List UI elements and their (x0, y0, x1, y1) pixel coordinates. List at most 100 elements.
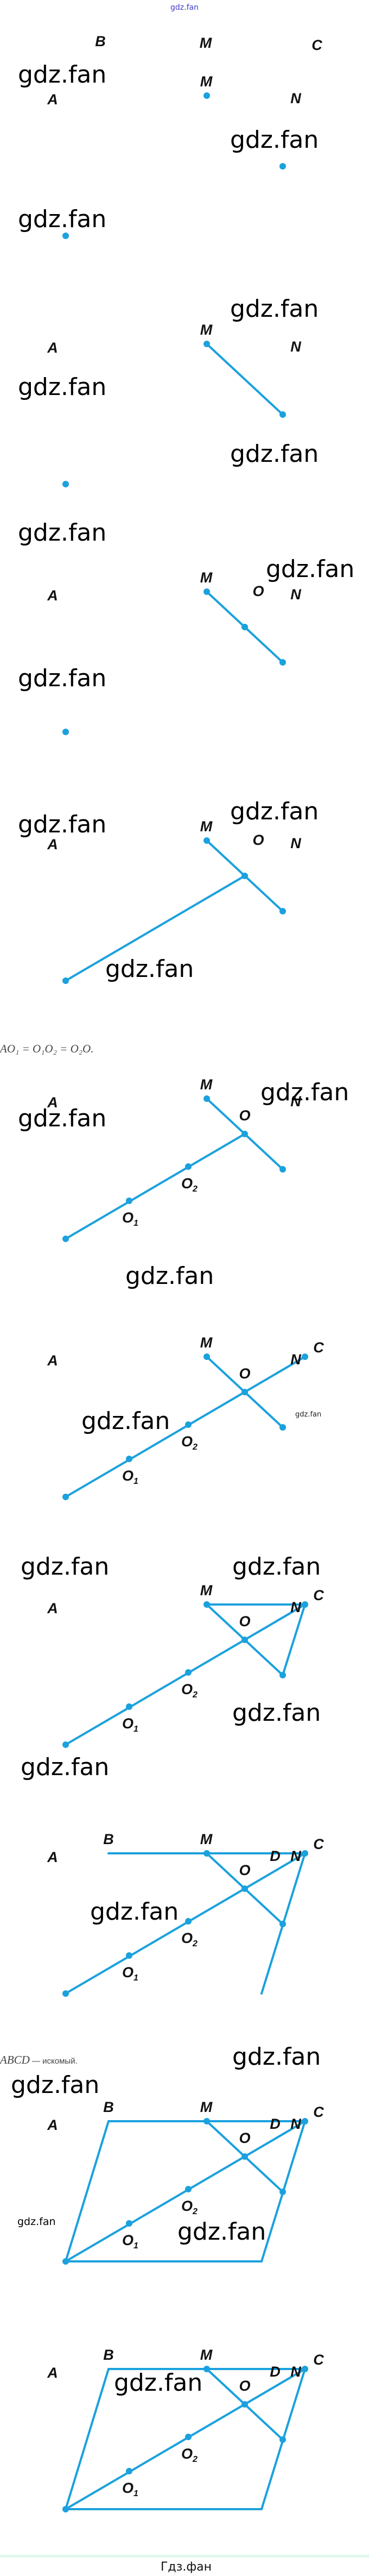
point-label-m: M (200, 1582, 213, 1599)
watermark: gdz.fan (230, 798, 319, 825)
point-label-m: M (200, 35, 212, 51)
point-label-o: O (239, 2130, 250, 2146)
result-text: — искомый. (30, 2057, 78, 2066)
watermark: gdz.fan (11, 2071, 99, 2099)
point-label-o2: O2 (181, 1681, 198, 1700)
watermark: gdz.fan (177, 2218, 266, 2246)
point-o1 (126, 1952, 132, 1959)
segment-oc (244, 2120, 306, 2158)
watermark: gdz.fan (90, 1898, 179, 1926)
label-subscript: 2 (192, 1184, 198, 1194)
result-statement: ABCD — искомый. (0, 2053, 78, 2066)
point-label-m: M (200, 818, 213, 835)
segment-ab (65, 2120, 110, 2262)
point-label-m: M (200, 569, 213, 586)
point-label-c: C (313, 2352, 324, 2368)
point-label-a: A (47, 2365, 58, 2381)
point-label-d: D (270, 2116, 281, 2132)
watermark: gdz.fan (18, 61, 106, 89)
label-letter: O (122, 1468, 133, 1484)
point-a (62, 729, 69, 735)
point-n (279, 1166, 286, 1173)
watermark: gdz.fan (18, 373, 106, 401)
site-header-link[interactable]: gdz.fan (170, 3, 199, 12)
segment-ao (65, 2403, 246, 2510)
construction-step-2: MNA (47, 322, 301, 487)
label-subscript: 1 (133, 1219, 138, 1228)
label-letter: O (122, 1964, 133, 1980)
label-subscript: 2 (192, 2455, 198, 2464)
point-label-a: A (47, 1600, 58, 1616)
point-label-o2: O2 (181, 2198, 198, 2216)
segment-ao (65, 1888, 246, 1995)
point-c (302, 1353, 308, 1360)
point-label-c: C (313, 2104, 324, 2120)
point-m (203, 341, 210, 347)
watermark: gdz.fan (232, 1553, 321, 1581)
watermark: gdz.fan (260, 1079, 349, 1106)
segment-ab (65, 2368, 110, 2510)
point-m (203, 1601, 210, 1608)
point-label-d: D (270, 1848, 281, 1864)
watermark: gdz.fan (230, 126, 319, 154)
watermark: gdz.fan (230, 440, 319, 468)
point-label-m: M (200, 322, 213, 338)
point-n (279, 411, 286, 418)
segment-ao (65, 875, 246, 982)
watermark: gdz.fan (266, 555, 354, 583)
footer-divider (0, 2555, 369, 2558)
construction-step-1: MNA (47, 73, 301, 239)
label-subscript: 2 (192, 1690, 198, 1700)
point-n (279, 163, 286, 170)
point-m (203, 1850, 210, 1857)
point-a (62, 2506, 69, 2512)
watermark: gdz.fan (295, 1411, 321, 1419)
point-o1 (126, 1456, 132, 1462)
point-c (302, 2118, 308, 2124)
point-a (62, 2258, 69, 2265)
point-label-o2: O2 (181, 1930, 198, 1948)
point-n (279, 1921, 286, 1927)
point-o (241, 1131, 248, 1137)
segment-oc (244, 2368, 306, 2405)
label-letter: O (122, 2480, 133, 2496)
label-subscript: 1 (133, 2489, 138, 2498)
footer-site-link[interactable]: Гдз.фан (161, 2560, 212, 2574)
segment-mn (206, 343, 284, 416)
point-label-n: N (290, 835, 301, 851)
point-label-n: N (290, 1351, 301, 1368)
point-label-m: M (200, 2099, 213, 2115)
point-o2 (185, 1421, 192, 1428)
label-subscript: 1 (133, 1973, 138, 1983)
segment-ao (65, 2155, 246, 2262)
watermark: gdz.fan (18, 811, 106, 838)
point-label-a: A (47, 1849, 58, 1865)
point-a (62, 1990, 69, 1997)
segment-cn (282, 1603, 306, 1676)
point-label-b: B (95, 33, 106, 49)
point-label-o: O (239, 1107, 250, 1124)
point-o2 (185, 1669, 192, 1676)
point-a (62, 977, 69, 984)
point-label-d: D (270, 2364, 281, 2380)
point-n (279, 659, 286, 666)
watermark: gdz.fan (17, 2216, 56, 2228)
label-letter: O (181, 1930, 193, 1946)
point-label-m: M (200, 73, 213, 90)
point-n (279, 1424, 286, 1431)
point-o1 (126, 2468, 132, 2474)
watermark: gdz.fan (81, 1407, 170, 1435)
point-n (279, 2436, 286, 2443)
label-subscript: 1 (133, 2241, 138, 2251)
point-label-o1: O1 (122, 1964, 138, 1983)
point-m (203, 588, 210, 595)
segment-ao (65, 1391, 246, 1498)
point-label-o2: O2 (181, 1433, 198, 1452)
label-letter: O (181, 1681, 193, 1697)
